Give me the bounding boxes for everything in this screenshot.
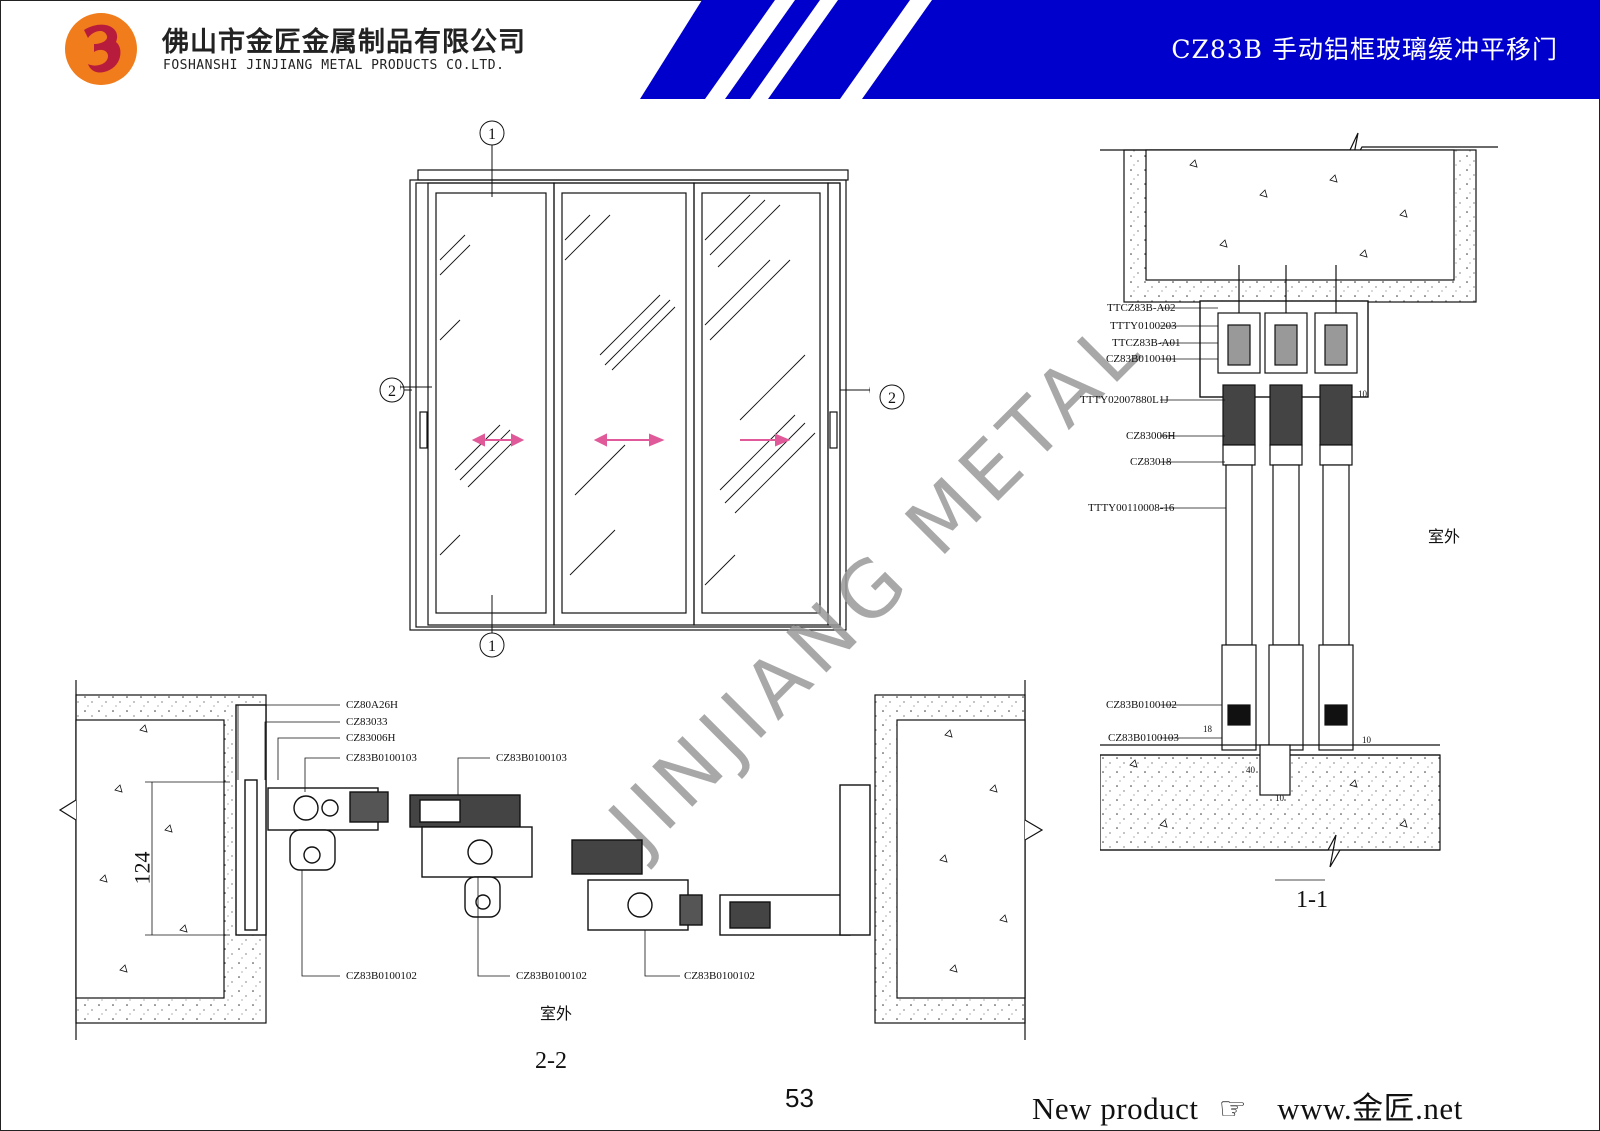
header: 佛山市金匠金属制品有限公司 FOSHANSHI JINJIANG METAL P… [0, 0, 1600, 100]
drawing-title: CZ83B 手动铝框玻璃缓冲平移门 [1171, 35, 1558, 64]
marker-2-left: 2 [379, 377, 412, 403]
section-2-2-outdoor-label: 室外 [540, 1004, 573, 1023]
company-logo-icon [65, 13, 137, 85]
company-name-cn: 佛山市金匠金属制品有限公司 [162, 27, 526, 58]
section-1-1-drawing: 10 18 10 40 10 [1100, 132, 1498, 881]
marker-2-right: 2 [879, 384, 905, 410]
marker-2-left-label: 2 [388, 383, 396, 400]
footer-slogan: New product ☞ www.金匠.net [1032, 1083, 1463, 1128]
label-cz80a26h: CZ80A26H [346, 699, 398, 711]
website-link[interactable]: www.金匠.net [1277, 1091, 1463, 1126]
label-cz83b0100103-b: CZ83B0100103 [496, 752, 567, 764]
label-ttcz83b-a01: TTCZ83B-A01 [1112, 337, 1181, 349]
label-ttcz83b-a02: TTCZ83B-A02 [1107, 302, 1176, 314]
small-dim-2: 18 [1203, 724, 1213, 734]
label-cz83006h-1: CZ83006H [1126, 430, 1176, 442]
hand-pointer-icon: ☞ [1218, 1091, 1248, 1126]
small-dim-1: 10 [1358, 389, 1368, 399]
label-cz83b0100102-b: CZ83B0100102 [516, 970, 587, 982]
label-cz83b0100102-a: CZ83B0100102 [346, 970, 417, 982]
small-dim-5: 10 [1275, 793, 1285, 803]
title-banner [640, 0, 1600, 99]
door-elevation: 1 1 [400, 120, 870, 658]
label-cz83b0100103-a: CZ83B0100103 [346, 752, 417, 764]
label-cz83b0100102-c: CZ83B0100102 [684, 970, 755, 982]
marker-2-right-label: 2 [888, 390, 896, 407]
label-ttty02007880l1j: TTTY02007880L1J [1080, 394, 1169, 406]
new-product-label: New product [1032, 1091, 1199, 1126]
section-1-1-caption: 1-1 [1296, 887, 1328, 913]
dimension-124: 124 [129, 851, 155, 885]
marker-1-bottom: 1 [488, 638, 496, 655]
label-cz83018: CZ83018 [1130, 456, 1172, 468]
marker-1-top: 1 [488, 126, 496, 143]
label-cz83b0100101: CZ83B0100101 [1106, 353, 1177, 365]
page-number: 53 [785, 1083, 814, 1113]
label-ttty0100203: TTTY0100203 [1110, 320, 1177, 332]
section-2-2-drawing [58, 680, 1044, 1040]
section-1-1-outdoor-label: 室外 [1428, 527, 1461, 546]
label-cz83b0100102-1: CZ83B0100102 [1106, 699, 1177, 711]
company-name-en: FOSHANSHI JINJIANG METAL PRODUCTS CO.LTD… [163, 58, 505, 73]
small-dim-4: 40 [1246, 765, 1256, 775]
section-2-2-caption: 2-2 [535, 1048, 567, 1074]
small-dim-3: 10 [1362, 735, 1372, 745]
label-ttty00110008-16: TTTY00110008-16 [1088, 502, 1175, 514]
label-cz83033: CZ83033 [346, 716, 388, 728]
label-cz83006h: CZ83006H [346, 732, 396, 744]
label-cz83b0100103-1: CZ83B0100103 [1108, 732, 1179, 744]
